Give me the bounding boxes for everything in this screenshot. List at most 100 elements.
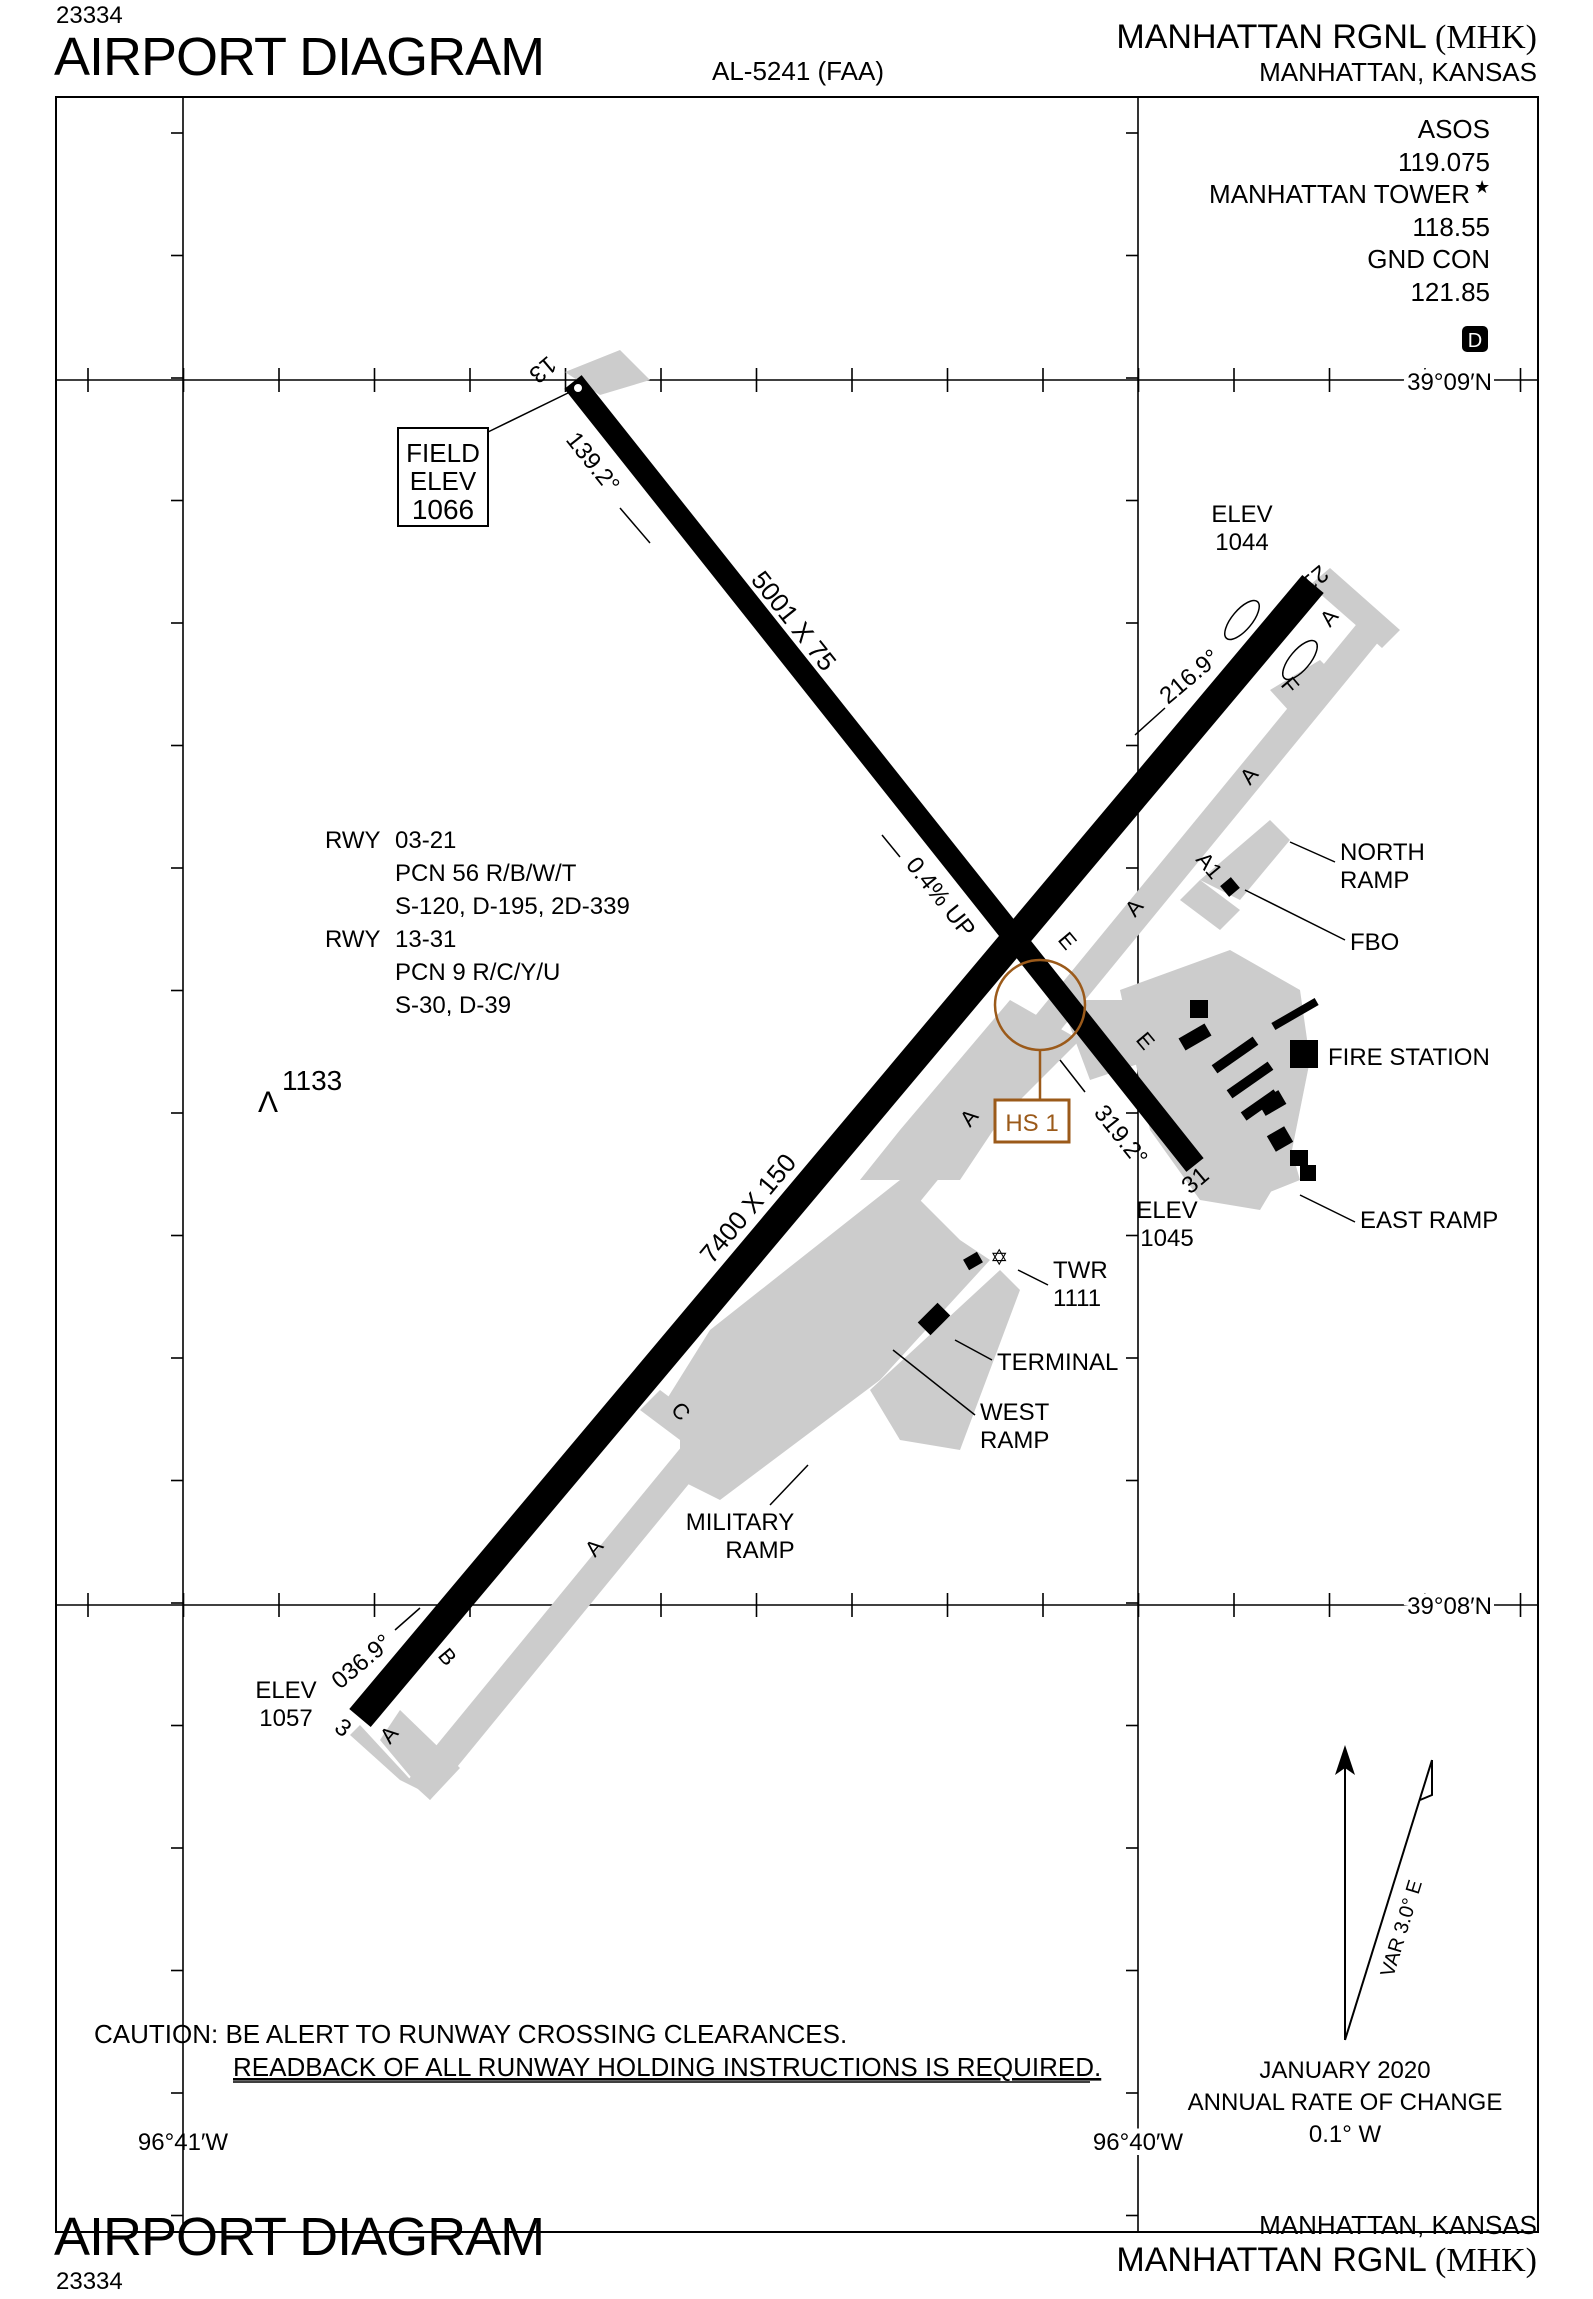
north-ramp-label: NORTH	[1340, 839, 1425, 866]
runway-13-31	[564, 375, 1204, 1172]
facility-labels: NORTH RAMP FBO FIRE STATION EAST RAMP TW…	[686, 839, 1499, 1564]
leader-line	[1017, 1269, 1049, 1286]
hotspot-box	[993, 1098, 1071, 1144]
fire-station-label: FIRE STATION	[1328, 1044, 1490, 1071]
military-ramp	[680, 1420, 760, 1500]
longitude-label: 96°41′W	[138, 2129, 228, 2156]
freq-name: GND CON	[1367, 244, 1490, 274]
rwy-label: RWY	[325, 827, 381, 854]
field-elev-leader	[487, 391, 571, 433]
magvar-rate-label: ANNUAL RATE OF CHANGE	[1188, 2089, 1503, 2116]
runways	[349, 375, 1324, 1728]
elev-value-3: 1057	[259, 1705, 312, 1732]
magnetic-north-line	[1344, 1759, 1433, 2041]
elev-label: ELEV	[1136, 1197, 1197, 1224]
airport-id: (MHK)	[1435, 19, 1537, 56]
pavement-areas	[350, 350, 1400, 1800]
diagram-frame	[55, 96, 1539, 2233]
building	[1290, 1150, 1308, 1166]
runway-end-13: 13	[524, 350, 562, 388]
terminal-label: TERMINAL	[997, 1349, 1118, 1376]
terminal-apron-north	[860, 1000, 1080, 1180]
hangar-row	[1226, 1061, 1274, 1099]
footer-airport: MANHATTAN, KANSAS MANHATTAN RGNL (MHK)	[1116, 2210, 1537, 2280]
true-north-arrow-icon	[1335, 1745, 1355, 1775]
leader-line	[892, 1349, 976, 1416]
dvd-badge-label: D	[1468, 330, 1482, 352]
tower-icon: ✡	[990, 1245, 1008, 1270]
runway-03-21	[349, 574, 1324, 1728]
leader-line	[954, 1339, 993, 1361]
runway-info: RWY 03-21 PCN 56 R/B/W/T S-120, D-195, 2…	[325, 827, 630, 1019]
heading-31-arrow	[1059, 1059, 1086, 1093]
field-elev-point	[572, 382, 584, 394]
building	[1190, 1000, 1208, 1018]
heading-3-arrow	[394, 1607, 421, 1631]
footer-city-state: MANHATTAN, KANSAS	[1259, 2210, 1537, 2240]
taxiway-a-south-end	[380, 1710, 460, 1800]
hotspot-hs1[interactable]: HS 1	[993, 958, 1087, 1144]
elev-label: ELEV	[255, 1677, 316, 1704]
east-ramp-label: EAST RAMP	[1360, 1207, 1498, 1234]
building	[1257, 1090, 1287, 1116]
field-elev-value: 1066	[412, 494, 474, 525]
rwy-id: 03-21	[395, 827, 456, 854]
dvd-badge	[1462, 326, 1488, 352]
west-ramp-label: RAMP	[980, 1427, 1049, 1454]
rwy-weights: S-120, D-195, 2D-339	[395, 893, 630, 920]
freq-name: MANHATTAN TOWER	[1209, 179, 1470, 209]
north-ramp-apron	[1180, 880, 1240, 930]
hotspot-label: HS 1	[1005, 1110, 1058, 1137]
rwy-label: RWY	[325, 926, 381, 953]
magnetic-variation: VAR 3.0° E JANUARY 2020 ANNUAL RATE OF C…	[1188, 1745, 1503, 2148]
var-label: VAR 3.0° E	[1377, 1877, 1427, 1979]
rwy-pcn: PCN 56 R/B/W/T	[395, 860, 577, 887]
fbo-building	[1220, 877, 1240, 897]
latitude-label: 39°09′N	[1407, 369, 1492, 396]
taxiway-c-connector	[640, 1390, 700, 1440]
coordinate-grid	[56, 97, 1538, 2232]
leader-line	[769, 1464, 809, 1506]
document-id: AL-5241 (FAA)	[712, 56, 884, 86]
leader-line	[1299, 1194, 1356, 1223]
military-ramp-label: RAMP	[725, 1537, 794, 1564]
elev-value-31: 1045	[1140, 1225, 1193, 1252]
freq-value: 121.85	[1410, 277, 1490, 307]
freq-name: ASOS	[1418, 114, 1490, 144]
obstacle-icon: Λ	[258, 1086, 278, 1119]
runway-end-3: 3	[329, 1713, 356, 1743]
caution-line-2: READBACK OF ALL RUNWAY HOLDING INSTRUCTI…	[233, 2052, 1101, 2082]
latitude-label: 39°08′N	[1407, 1593, 1492, 1620]
footer-airport-id: (MHK)	[1435, 2242, 1537, 2279]
fire-station-building	[1290, 1040, 1318, 1068]
west-ramp	[660, 1180, 990, 1470]
field-elev-line1: FIELD	[406, 438, 480, 468]
freq-value: 118.55	[1412, 212, 1490, 242]
buildings	[917, 877, 1319, 1336]
magnetic-north-arrow-icon	[1419, 1760, 1433, 1801]
leader-line	[1244, 889, 1346, 941]
leader-line	[1289, 841, 1336, 863]
taxiway-b-stub	[350, 1725, 420, 1790]
city-state: MANHATTAN, KANSAS	[1259, 57, 1537, 87]
star-icon: ★	[1474, 177, 1490, 197]
footer-volume-number: 23334	[56, 2268, 123, 2295]
airport-name-line: MANHATTAN RGNL (MHK)	[1116, 18, 1537, 57]
footer-airport-line: MANHATTAN RGNL (MHK)	[1116, 2241, 1537, 2280]
frequency-block: ASOS 119.075 MANHATTAN TOWER ★ 118.55 GN…	[1209, 114, 1490, 352]
elev-label: ELEV	[1211, 501, 1272, 528]
volume-number: 23334	[56, 2, 123, 29]
terminal-building	[917, 1302, 951, 1336]
building	[1266, 1126, 1294, 1152]
north-ramp-pavement	[1200, 820, 1290, 900]
hold-marking	[1282, 639, 1318, 681]
field-elev-line2: ELEV	[410, 466, 477, 496]
hangar-row	[1211, 1036, 1259, 1074]
north-ramp-label: RAMP	[1340, 867, 1409, 894]
hold-markings	[1224, 599, 1318, 681]
footer-airport-name: MANHATTAN RGNL	[1116, 2241, 1426, 2279]
building	[1178, 1023, 1212, 1051]
airport-name: MANHATTAN RGNL	[1116, 18, 1426, 56]
twr-elev: 1111	[1053, 1285, 1101, 1312]
